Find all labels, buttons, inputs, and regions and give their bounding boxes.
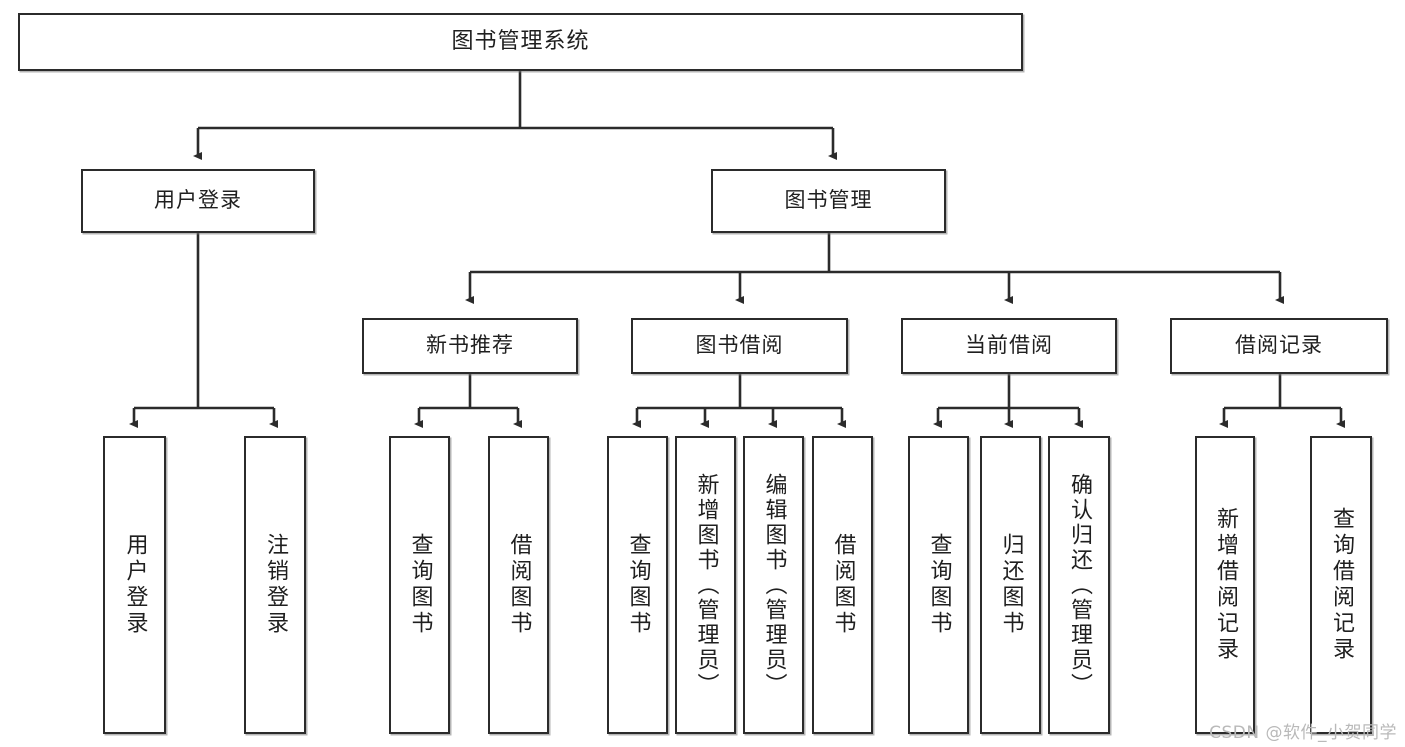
node-new-book-rec-label: 新书推荐 <box>426 333 514 358</box>
node-leaf-borrow-book-1-label: 借阅图书 <box>506 533 532 637</box>
node-current-borrow[interactable]: 当前借阅 <box>901 318 1117 374</box>
node-leaf-confirm-return[interactable]: 确认归还（管理员） <box>1048 436 1110 734</box>
node-leaf-add-book[interactable]: 新增图书（管理员） <box>675 436 736 734</box>
node-leaf-user-logout[interactable]: 注销登录 <box>244 436 306 734</box>
node-leaf-return-book-label: 归还图书 <box>998 533 1024 637</box>
node-leaf-edit-book[interactable]: 编辑图书（管理员） <box>743 436 804 734</box>
node-current-borrow-label: 当前借阅 <box>965 333 1053 358</box>
node-book-borrow[interactable]: 图书借阅 <box>631 318 848 374</box>
node-borrow-record-label: 借阅记录 <box>1235 333 1323 358</box>
node-leaf-query-record-label: 查询借阅记录 <box>1329 507 1354 663</box>
node-leaf-user-logout-label: 注销登录 <box>263 533 288 637</box>
node-leaf-query-book-1-label: 查询图书 <box>407 533 433 637</box>
node-user-login[interactable]: 用户登录 <box>81 169 315 233</box>
node-root[interactable]: 图书管理系统 <box>18 13 1023 71</box>
node-leaf-confirm-return-label: 确认归还（管理员） <box>1067 472 1092 698</box>
node-borrow-record[interactable]: 借阅记录 <box>1170 318 1388 374</box>
node-leaf-query-book-3[interactable]: 查询图书 <box>908 436 969 734</box>
node-leaf-add-book-label: 新增图书（管理员） <box>693 472 719 698</box>
node-leaf-query-record[interactable]: 查询借阅记录 <box>1310 436 1372 734</box>
node-leaf-return-book[interactable]: 归还图书 <box>980 436 1041 734</box>
node-leaf-user-login[interactable]: 用户登录 <box>103 436 166 734</box>
node-leaf-add-record[interactable]: 新增借阅记录 <box>1195 436 1255 734</box>
node-leaf-borrow-book-2-label: 借阅图书 <box>830 533 856 637</box>
node-leaf-edit-book-label: 编辑图书（管理员） <box>761 472 787 698</box>
node-book-manage[interactable]: 图书管理 <box>711 169 946 233</box>
node-leaf-add-record-label: 新增借阅记录 <box>1213 507 1238 663</box>
node-leaf-query-book-2[interactable]: 查询图书 <box>607 436 668 734</box>
node-user-login-label: 用户登录 <box>154 188 242 213</box>
node-leaf-query-book-2-label: 查询图书 <box>625 533 651 637</box>
node-leaf-query-book-1[interactable]: 查询图书 <box>389 436 450 734</box>
node-leaf-borrow-book-2[interactable]: 借阅图书 <box>812 436 873 734</box>
node-book-borrow-label: 图书借阅 <box>695 333 784 358</box>
node-leaf-query-book-3-label: 查询图书 <box>926 533 952 637</box>
node-leaf-user-login-label: 用户登录 <box>122 533 148 637</box>
node-leaf-borrow-book-1[interactable]: 借阅图书 <box>488 436 549 734</box>
csdn-watermark: CSDN @软件_小贺同学 <box>1209 723 1397 743</box>
node-book-manage-label: 图书管理 <box>784 188 873 213</box>
node-new-book-rec[interactable]: 新书推荐 <box>362 318 578 374</box>
node-root-label: 图书管理系统 <box>451 28 590 54</box>
